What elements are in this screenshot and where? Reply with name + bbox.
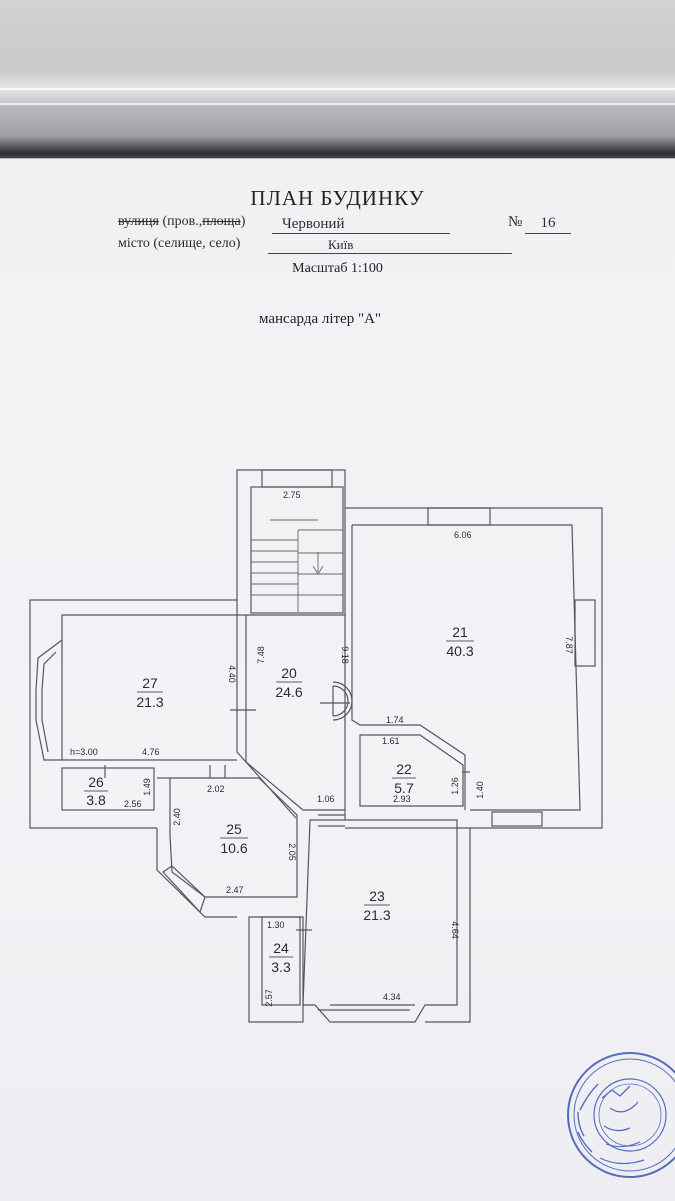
room-20-wall [245, 615, 345, 811]
room-number: 27 [142, 675, 158, 691]
street-value: Червоний [272, 216, 450, 234]
room-number: 24 [273, 940, 289, 956]
stair-steps [251, 519, 343, 612]
square-label: площа [202, 214, 241, 229]
room-number: 25 [226, 821, 242, 837]
street-row-label: вулиця (пров.,площа) [118, 214, 245, 230]
dimension-label: 6.06 [454, 530, 472, 540]
room-26-wall [61, 767, 155, 811]
dimension-label: 4.40 [227, 665, 237, 683]
room-area: 3.3 [271, 959, 291, 975]
room-25-bay-window [162, 865, 206, 914]
dimension-label: 1.74 [386, 715, 404, 725]
dimension-label: 7.48 [256, 646, 266, 664]
scale-label: Масштаб 1:100 [292, 261, 383, 276]
street-label-rest: (пров., [158, 214, 203, 229]
dimension-label: 4.64 [450, 921, 460, 939]
dimension-label: 2.75 [283, 490, 301, 500]
dimension-label: 1.40 [475, 781, 485, 799]
room-area: 10.6 [220, 840, 247, 856]
dimension-label: 2.02 [207, 784, 225, 794]
dimension-label: 1.30 [267, 920, 285, 930]
dimension-label: 9.18 [340, 646, 350, 664]
room-area: 40.3 [446, 643, 473, 659]
dimension-labels: 2.75 6.06 7.48 9.18 7.87 4.40 4.76 1.74 … [70, 490, 574, 1007]
binder-cover [0, 0, 675, 170]
room-24-wall [261, 916, 301, 1006]
room-area: 3.8 [86, 792, 106, 808]
room-area: 21.3 [136, 694, 163, 710]
room-number: 23 [369, 888, 385, 904]
room-22-wall [359, 734, 464, 807]
stair-window [261, 469, 333, 488]
room-number: 20 [281, 665, 297, 681]
street-label: вулиця [118, 214, 159, 229]
plan-sheet [0, 158, 675, 1201]
dimension-label: 4.76 [142, 747, 160, 757]
dimension-label: 1.06 [317, 794, 335, 804]
room-27-inner-wall [61, 614, 237, 761]
dimension-label: 2.56 [124, 799, 142, 809]
dimension-label: 4.34 [383, 992, 401, 1002]
dimension-label: 1.61 [382, 736, 400, 746]
number-label: № [508, 214, 523, 230]
room-area: 21.3 [363, 907, 390, 923]
city-value: Київ [268, 237, 512, 254]
dimension-label: 2.47 [226, 885, 244, 895]
binder-crease [0, 103, 675, 105]
dimension-label: 2.93 [393, 794, 411, 804]
official-stamp [567, 1052, 675, 1178]
page-title: ПЛАН БУДИНКУ [250, 186, 425, 210]
dimension-label: 2.57 [264, 989, 274, 1007]
room-labels: 20 24.6 21 40.3 22 5.7 23 21.3 24 3.3 25… [84, 624, 474, 975]
room-number: 22 [396, 761, 412, 777]
city-label: місто (селище, село) [118, 236, 241, 251]
dimension-label: 1.49 [142, 778, 152, 796]
room-21-window-bottom [491, 811, 543, 827]
floor-label: мансарда літер "А" [258, 311, 382, 327]
plan-walls [29, 469, 603, 1023]
number-value: 16 [525, 215, 571, 234]
stair-inner-wall [250, 486, 344, 614]
room-21-window-top [427, 507, 491, 526]
room-21-outer-wall [345, 507, 603, 829]
room-27-outer-wall [29, 599, 237, 829]
room-21-window-right [574, 599, 596, 667]
room-number: 21 [452, 624, 468, 640]
ceiling-height-label: h=3.00 [70, 747, 98, 757]
room-23-wall [302, 819, 458, 1023]
dimension-label: 2.40 [172, 808, 182, 826]
dimension-label: 1.26 [450, 777, 460, 795]
dimension-label: 7.87 [564, 636, 574, 654]
room-25-wall [169, 777, 298, 898]
room-27-bay-window [35, 639, 63, 761]
dimension-label: 2.05 [287, 843, 297, 861]
room-21-inner-wall [352, 524, 581, 811]
binder-crease [0, 88, 675, 90]
room-area: 5.7 [394, 780, 414, 796]
room-number: 26 [88, 774, 104, 790]
room-area: 24.6 [275, 684, 302, 700]
street-label-end: ) [240, 214, 246, 229]
